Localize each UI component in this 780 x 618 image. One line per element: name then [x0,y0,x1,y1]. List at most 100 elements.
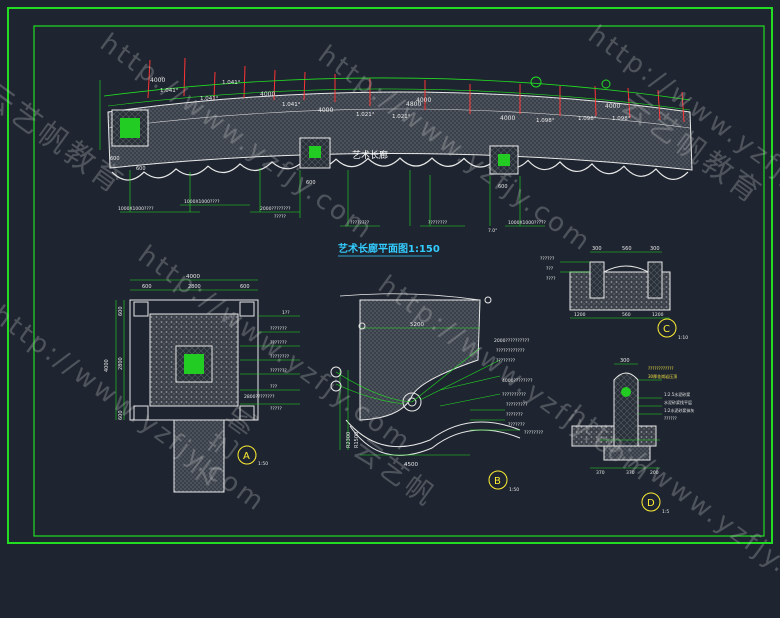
detail-d-dim-0: 300 [620,358,630,364]
detail-d-letter: D [647,498,655,509]
detail-b-dim-0: 5200 [410,322,424,328]
plan-callout-1: 1000X1000???? [118,206,154,212]
detail-a-letter: A [243,451,250,462]
detail-d-marker [641,492,661,512]
detail-a-dim-top-0: 4000 [186,274,200,280]
detail-a-callout-5: ??????? [270,368,287,374]
detail-b-marker [488,470,508,490]
planting-1 [120,118,140,138]
detail-b-callout-7: ??????? [508,422,525,428]
dim-small-1: 600 [110,156,120,162]
detail-b-callout-6: ??????? [506,412,523,418]
dim-side-1: 4800 [406,101,421,108]
detail-b-callout-8: ???????? [524,430,544,436]
detail-c-arch [603,265,649,273]
dim-angle-9: 1.098° [612,116,631,122]
plan-callout-2: 1000X1000???? [184,199,220,205]
detail-a-marker [237,445,257,465]
dim-seg-4: 4000 [500,115,515,122]
detail-b-dim-2: R2300 [346,432,352,448]
plan-callout-4: ???????? [350,220,370,226]
dim-angle-4: 1.041° [282,102,301,108]
dim-angle-2: 1.041° [222,80,241,86]
cad-drawing-sheet: 4000 4000 4000 4000 4000 1.041° 1.041° 1… [0,7,780,618]
detail-c-dim-2: 300 [650,246,660,252]
dim-angle-3: 1.041° [200,96,219,102]
detail-c-dims [560,251,670,319]
detail-a-dims [115,279,300,420]
detail-a-callout-6: ??? [270,384,278,390]
detail-b-callout-3: 4000???????? [502,378,533,384]
plan-callout-5: ???????? [428,220,448,226]
detail-c-callout-0: ?????? [540,256,555,262]
dim-seg-1: 4000 [150,77,165,84]
dim-angle-8: 1.098° [578,116,597,122]
detail-a: 4000 600 2800 600 4000 2800 600 600 1?? … [104,274,300,493]
detail-b-callout-0: 2000?????????? [494,338,530,344]
detail-b-arc-marker-2 [330,380,342,392]
detail-c-dim-4: 560 [622,312,631,318]
detail-b-scale: 1:50 [509,487,519,493]
detail-c-curb-right [647,261,663,299]
detail-a-callout-1: ??????? [270,326,287,332]
detail-b-letter: B [494,476,501,487]
detail-a-dim-side-0: 4000 [104,359,110,372]
detail-b-callout-1: ???????????? [496,348,525,354]
detail-a-dim-side-1: 2800 [118,357,124,370]
detail-d-callout-5: 30厚花岗岩压顶 [648,373,677,379]
detail-b-arc-marker-1 [330,366,342,378]
dim-seg-2: 4000 [260,91,275,98]
detail-c-marker [657,318,677,338]
scalloped-edge [111,157,689,181]
detail-b-circle [402,392,422,412]
detail-c-curb-left [589,261,605,299]
detail-b: 5200 4500 R2300 R1500 2000?????????? ???… [330,293,544,493]
inner-frame [33,25,765,537]
detail-b-callout-5: ????????? [506,402,528,408]
detail-d-callout-1: 1:2.5水泥砂浆 [664,391,690,397]
plan-callout-8: 7.0° [488,228,497,234]
detail-a-callout-2: ??????? [270,340,287,346]
detail-a-callout-3: ???????? [270,354,290,360]
detail-b-paving [359,299,481,421]
main-plan: 4000 4000 4000 4000 4000 1.041° 1.041° 1… [99,57,693,257]
detail-b-circle-inner [407,397,417,407]
detail-c-callout-1: ??? [546,266,554,272]
corridor-label: 艺术长廊 [352,149,388,161]
detail-a-callout-7: ????? [270,406,283,412]
detail-b-wave-1 [345,419,521,448]
detail-c-dim-1: 560 [622,246,632,252]
detail-d-post [613,372,639,447]
dim-angle-6: 1.021° [392,114,411,120]
detail-a-dim-top-2: 2800 [188,284,201,290]
detail-a-post-4 [239,405,255,421]
corridor-band [107,91,693,171]
detail-c: 300 560 300 1200 560 1200 ?????? ??? ???… [540,246,688,341]
detail-d-dim-3: 200 [650,470,659,476]
detail-b-node-2 [484,296,492,304]
corridor-inner-line [107,108,691,129]
detail-d-scale: 1:5 [662,509,669,515]
dim-small-3: 600 [306,180,316,186]
top-dim-chain-2 [107,88,691,111]
outer-frame [7,7,773,544]
plan-title: 艺术长廊平面图1:150 [338,242,440,255]
detail-a-dim-top-3: 600 [240,284,250,290]
plan-callout-3: 2000???????? [260,206,291,212]
plan-callout-6: 1000X1000????? [508,220,547,226]
detail-b-top-arc [339,293,481,301]
detail-a-post-1 [133,301,149,317]
detail-b-callout-2: ???????? [496,358,516,364]
plan-leaders [99,80,545,227]
detail-b-callout-4: ?????????? [502,392,526,398]
detail-a-post-3 [133,405,149,421]
detail-d-callout-3: 1:2水泥砂浆抹灰 [664,407,694,413]
detail-a-callout-4: 2800???????? [244,394,275,400]
dim-seg-5: 4000 [318,107,333,114]
detail-b-dim-1: 4500 [404,462,418,468]
detail-d-dims [590,363,662,469]
dim-angle-5: 1.021° [356,112,375,118]
detail-c-scale: 1:10 [678,335,688,341]
section-marker-top [530,76,542,88]
detail-a-dim-top-1: 600 [142,284,152,290]
